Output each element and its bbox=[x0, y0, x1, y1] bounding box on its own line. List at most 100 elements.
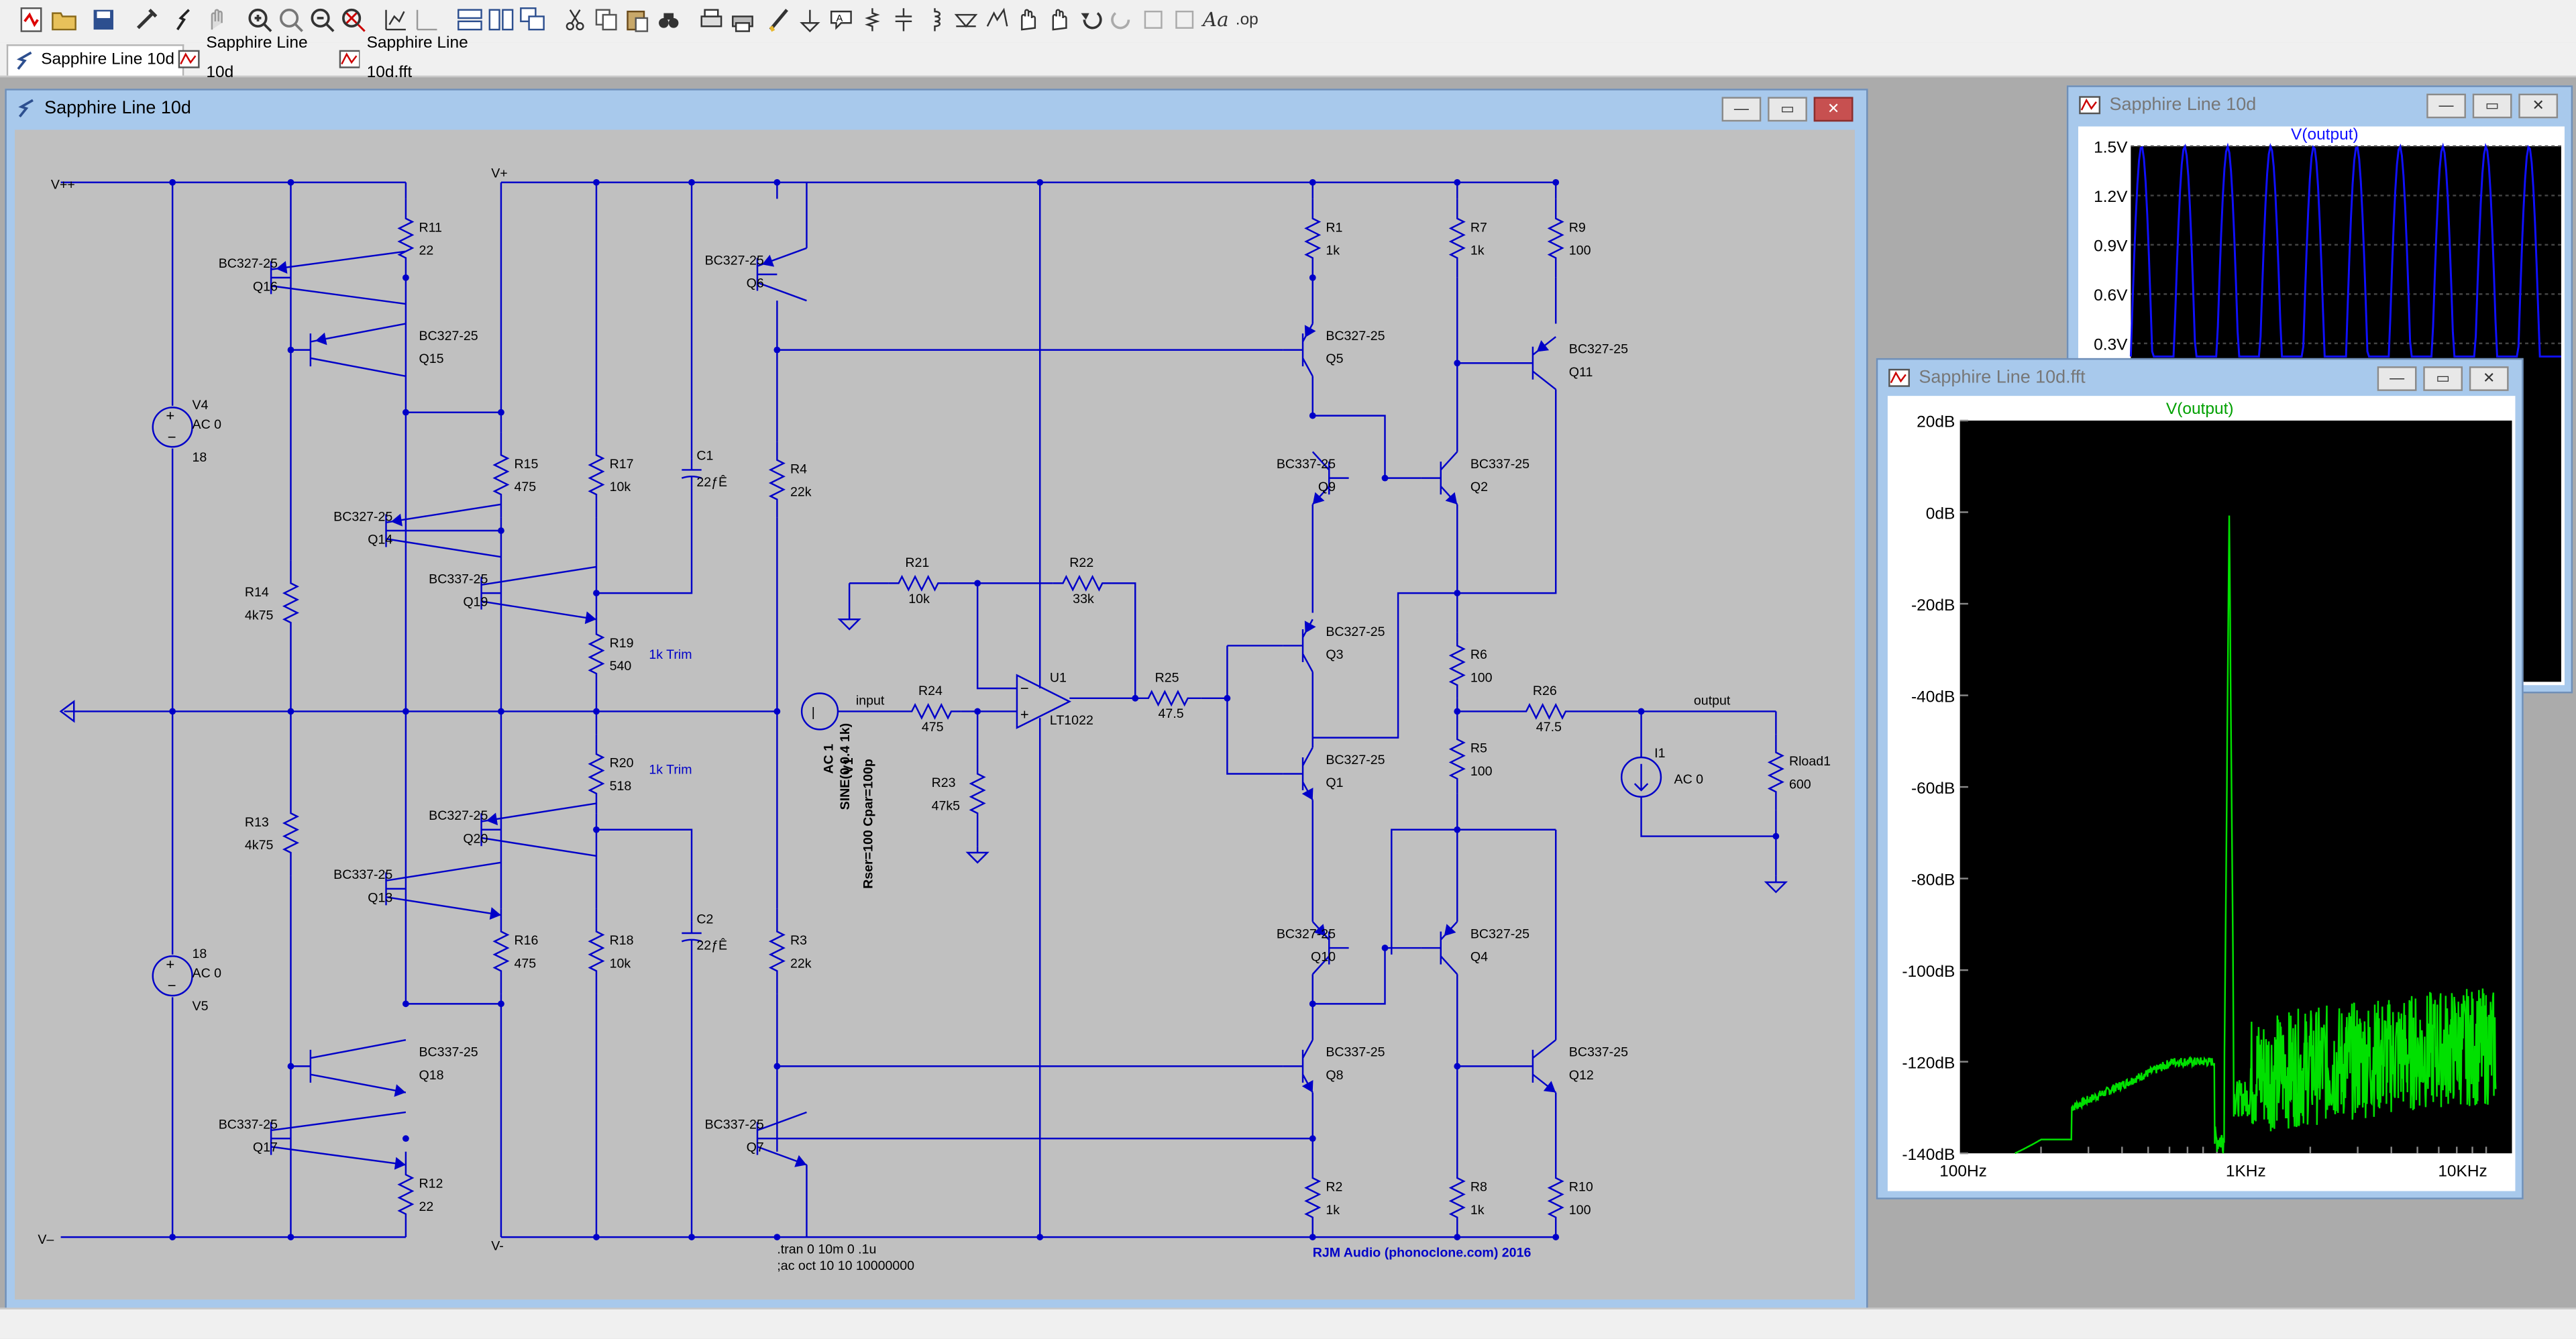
r7-resistor[interactable] bbox=[1448, 199, 1466, 278]
r16-resistor[interactable] bbox=[492, 908, 510, 994]
diode-icon[interactable] bbox=[951, 5, 981, 34]
schematic-window-titlebar[interactable]: Sapphire Line 10d bbox=[7, 91, 1866, 127]
r21-resistor[interactable] bbox=[888, 574, 949, 592]
capacitor-icon[interactable] bbox=[889, 5, 918, 34]
q3-transistor[interactable] bbox=[1283, 619, 1313, 673]
label-net-icon[interactable]: A bbox=[826, 5, 856, 34]
r22-resistor[interactable] bbox=[1053, 574, 1112, 592]
minimize-button[interactable]: — bbox=[2426, 93, 2466, 119]
rload-resistor[interactable] bbox=[1767, 734, 1784, 810]
tile-horizontal-icon[interactable] bbox=[455, 5, 484, 34]
rotate-icon[interactable] bbox=[1138, 5, 1168, 34]
r6-resistor[interactable] bbox=[1448, 632, 1466, 698]
copy-icon[interactable] bbox=[592, 5, 621, 34]
print-icon[interactable] bbox=[728, 5, 757, 34]
r10-resistor[interactable] bbox=[1547, 1158, 1564, 1238]
r4-resistor[interactable] bbox=[768, 441, 786, 518]
maximize-button[interactable]: ▭ bbox=[2423, 366, 2463, 391]
tab-waveform[interactable]: Sapphire Line 10d bbox=[171, 34, 342, 82]
fft-plot[interactable]: V(output) 20dB0dB-20dB-40dB-60dB-80dB-10… bbox=[1887, 396, 2516, 1191]
q18-transistor[interactable] bbox=[290, 1039, 407, 1093]
maximize-button[interactable]: ▭ bbox=[1768, 97, 1807, 122]
redo-icon[interactable] bbox=[1108, 5, 1137, 34]
component-icon[interactable] bbox=[983, 5, 1012, 34]
r1-resistor[interactable] bbox=[1304, 199, 1322, 278]
paste-icon[interactable] bbox=[623, 5, 652, 34]
inductor-icon[interactable] bbox=[920, 5, 949, 34]
q14-transistor[interactable] bbox=[385, 503, 502, 558]
r3-resistor[interactable] bbox=[768, 908, 786, 994]
r5-resistor[interactable] bbox=[1448, 725, 1466, 794]
tab-schematic[interactable]: Sapphire Line 10d bbox=[6, 44, 184, 76]
spice-directive-icon[interactable]: .op bbox=[1235, 10, 1258, 29]
q15-transistor[interactable] bbox=[290, 323, 407, 378]
zoom-fit-icon[interactable] bbox=[338, 5, 368, 34]
u1-opamp[interactable] bbox=[1016, 674, 1072, 729]
r17-resistor[interactable] bbox=[588, 432, 605, 518]
pan-icon[interactable] bbox=[276, 5, 305, 34]
q4-transistor[interactable] bbox=[1421, 921, 1458, 975]
v1-source[interactable] bbox=[800, 692, 839, 731]
q1-transistor[interactable] bbox=[1283, 747, 1313, 801]
mirror-icon[interactable] bbox=[1170, 5, 1199, 34]
print-preview-icon[interactable] bbox=[696, 5, 726, 34]
r8-resistor[interactable] bbox=[1448, 1158, 1466, 1238]
zoom-out-icon[interactable] bbox=[307, 5, 337, 34]
q17-transistor[interactable] bbox=[270, 1111, 407, 1166]
run-icon[interactable] bbox=[169, 5, 199, 34]
halt-icon[interactable] bbox=[202, 5, 231, 34]
q7-transistor[interactable] bbox=[756, 1111, 807, 1166]
text-icon[interactable]: Aa bbox=[1202, 8, 1229, 32]
draw-wire-icon[interactable] bbox=[764, 5, 794, 34]
r20-resistor[interactable] bbox=[588, 734, 605, 814]
undo-icon[interactable] bbox=[1076, 5, 1106, 34]
r19-resistor[interactable] bbox=[588, 616, 605, 692]
zoom-in-icon[interactable] bbox=[245, 5, 274, 34]
move-hand-icon[interactable] bbox=[1014, 5, 1043, 34]
new-schematic-icon[interactable] bbox=[16, 5, 46, 34]
q20-transistor[interactable] bbox=[480, 802, 597, 857]
cascade-icon[interactable] bbox=[517, 5, 547, 34]
waveform-trace[interactable] bbox=[2129, 142, 2561, 358]
q6-transistor[interactable] bbox=[756, 247, 807, 302]
waveform-view-icon[interactable] bbox=[413, 5, 442, 34]
maximize-button[interactable]: ▭ bbox=[2472, 93, 2512, 119]
r25-resistor[interactable] bbox=[1135, 690, 1201, 707]
i1-current-source[interactable] bbox=[1620, 756, 1662, 798]
minimize-button[interactable]: — bbox=[2377, 366, 2417, 391]
fft-window-titlebar[interactable]: Sapphire Line 10d.fft bbox=[1878, 360, 2522, 396]
r24-resistor[interactable] bbox=[902, 702, 961, 720]
save-icon[interactable] bbox=[89, 5, 118, 34]
q9-transistor[interactable] bbox=[1311, 451, 1349, 505]
drag-icon[interactable] bbox=[1045, 5, 1075, 34]
autorange-icon[interactable] bbox=[381, 5, 411, 34]
q16-transistor[interactable] bbox=[270, 250, 407, 305]
trace-label[interactable]: V(output) bbox=[2291, 125, 2359, 144]
tile-vertical-icon[interactable] bbox=[486, 5, 516, 34]
r23-resistor[interactable] bbox=[969, 754, 986, 833]
v5-source[interactable] bbox=[152, 955, 193, 997]
r18-resistor[interactable] bbox=[588, 908, 605, 994]
r9-resistor[interactable] bbox=[1547, 199, 1564, 278]
close-button[interactable]: ✕ bbox=[2518, 93, 2559, 119]
fft-trace[interactable] bbox=[2015, 515, 2497, 1155]
r26-resistor[interactable] bbox=[1513, 702, 1579, 720]
v4-source[interactable] bbox=[152, 407, 193, 448]
q11-transistor[interactable] bbox=[1513, 336, 1556, 390]
r12-resistor[interactable] bbox=[397, 1151, 415, 1238]
find-icon[interactable] bbox=[654, 5, 684, 34]
q2-transistor[interactable] bbox=[1421, 451, 1458, 505]
q8-transistor[interactable] bbox=[1283, 1039, 1313, 1093]
waveform-window-titlebar[interactable]: Sapphire Line 10d bbox=[2068, 87, 2571, 123]
r2-resistor[interactable] bbox=[1304, 1158, 1322, 1238]
close-button[interactable]: ✕ bbox=[1813, 97, 1854, 122]
r11-resistor[interactable] bbox=[397, 199, 415, 278]
r13-resistor[interactable] bbox=[282, 790, 300, 876]
open-folder-icon[interactable] bbox=[49, 5, 78, 34]
q12-transistor[interactable] bbox=[1513, 1039, 1556, 1093]
control-panel-icon[interactable] bbox=[131, 5, 161, 34]
close-button[interactable]: ✕ bbox=[2469, 366, 2509, 391]
c1-capacitor[interactable] bbox=[681, 458, 702, 488]
trace-label[interactable]: V(output) bbox=[2166, 400, 2234, 418]
